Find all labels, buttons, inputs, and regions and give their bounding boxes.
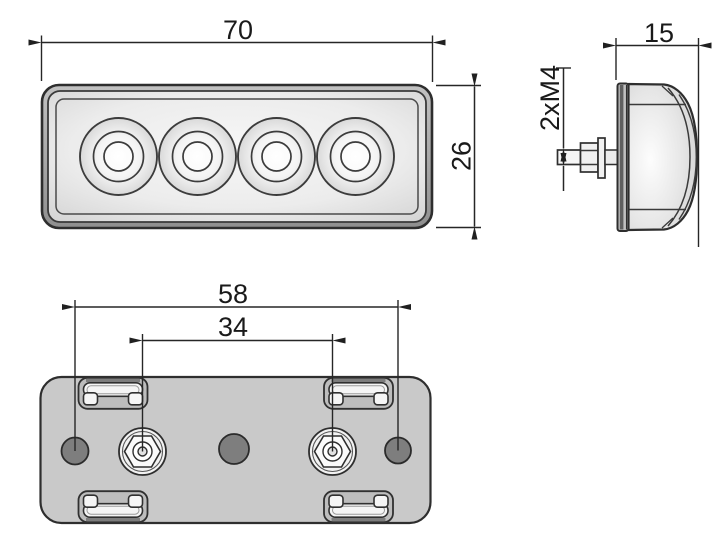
stud-hex-nut	[579, 142, 599, 173]
front-bezel	[47, 90, 427, 223]
hole-center	[218, 433, 250, 465]
lens-corner-facet-top	[661, 85, 674, 97]
led-lens-2	[158, 117, 237, 196]
stud-spacing-label: 34	[218, 312, 248, 342]
stud-flange-washer	[597, 137, 606, 179]
hole-spacing-label: 58	[218, 279, 248, 309]
side-view: 15 2xM4	[535, 18, 712, 247]
slot-top-right	[323, 376, 394, 410]
led-lens-4	[316, 117, 395, 196]
slot-bottom-right	[323, 490, 394, 524]
led-core	[261, 141, 292, 172]
lens-corner-facet-bottom	[661, 217, 674, 229]
back-stud-spacing-dimension: 34	[129, 312, 346, 452]
back-hole-spacing-dimension: 58	[62, 279, 411, 451]
slot-bottom-left	[77, 490, 149, 524]
mounting-stud-assembly	[556, 137, 620, 179]
front-width-label: 70	[223, 15, 253, 45]
side-lens-body	[627, 82, 699, 232]
back-plate-shadow	[619, 85, 624, 230]
led-core	[182, 141, 213, 172]
led-lens-1	[79, 117, 158, 196]
slot-foot-right	[373, 391, 389, 406]
lens-curve-inner	[667, 87, 691, 227]
stud-thread-label: 2xM4	[535, 65, 565, 131]
front-view: 70 26	[28, 15, 481, 240]
front-height-dimension: 26	[436, 73, 481, 240]
front-height-label: 26	[447, 141, 477, 171]
led-core	[103, 141, 134, 172]
back-view: 58 34	[39, 279, 432, 525]
led-lens-3	[237, 117, 316, 196]
slot-top-left	[77, 376, 149, 410]
slot-foot-left	[328, 494, 344, 509]
slot-foot-left	[82, 391, 99, 406]
led-core	[340, 141, 371, 172]
lens-curve-outer	[678, 94, 698, 220]
slot-foot-right	[127, 391, 144, 406]
slot-foot-right	[127, 494, 144, 509]
front-width-dimension: 70	[28, 15, 446, 82]
slot-bar-inner-line	[332, 505, 385, 515]
slot-foot-left	[82, 494, 99, 509]
slot-foot-left	[328, 391, 344, 406]
stud-thread	[556, 149, 582, 166]
slot-bar-inner-line	[86, 505, 140, 515]
side-depth-label: 15	[644, 18, 674, 48]
slot-bar-inner-line	[86, 385, 140, 395]
side-depth-dimension: 15	[603, 18, 712, 247]
bezel-inner-line	[55, 98, 419, 215]
side-back-plate	[616, 82, 630, 232]
stud-thread-dimension: 2xM4	[535, 65, 571, 191]
slot-foot-right	[373, 494, 389, 509]
